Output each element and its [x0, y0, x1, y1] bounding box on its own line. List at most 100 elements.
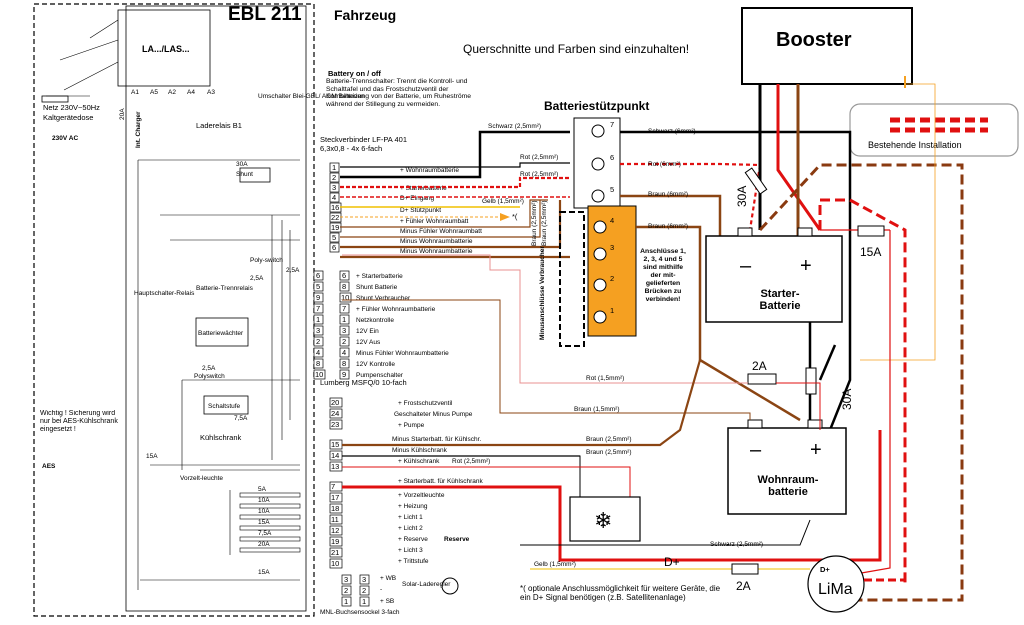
wire-braun-25-v2: Braun (2,5mm²) [541, 200, 548, 246]
fuse-stack: 5A 10A 10A 15A 7,5A 20A [239, 486, 301, 553]
mains-label-2: Kaltgerätedose [43, 113, 93, 122]
svg-text:1: 1 [362, 597, 366, 606]
battery-switch-text: Batterie-Trennschalter: Trennt die Kontr… [326, 78, 471, 108]
sun-icon [441, 577, 459, 595]
lima-alternator [807, 555, 865, 613]
svg-text:3: 3 [344, 575, 348, 584]
fridge-box [569, 496, 641, 542]
svg-text:2: 2 [342, 337, 346, 346]
lf-pins: 1 2 3 4 16 22 19 5 6 [329, 162, 342, 253]
fuse-2a-bottom [731, 563, 759, 575]
battery-watch: Batteriewächter [198, 330, 244, 337]
fridge-connector: 15 14 13 Minus Starterbatt. für Kühlschr… [329, 436, 481, 472]
svg-text:3: 3 [610, 243, 614, 252]
battery-watch-box [195, 317, 249, 347]
mains-label: Netz 230V~50Hz [43, 103, 100, 112]
svg-text:1: 1 [344, 597, 348, 606]
svg-text:3: 3 [342, 326, 346, 335]
svg-text:D+ Stützpunkt: D+ Stützpunkt [400, 207, 441, 214]
svg-text:5A: 5A [258, 486, 267, 493]
svg-text:+ Fühler Wohnraumbatt: + Fühler Wohnraumbatt [400, 218, 469, 225]
wire-rot-6: Rot (6mm²) [648, 161, 681, 168]
svg-text:Minus Starterbatt. für Kühlsch: Minus Starterbatt. für Kühlschr. [392, 436, 481, 443]
svg-text:Minus Wohnraumbatterie: Minus Wohnraumbatterie [400, 248, 473, 255]
wire-rot-15: Rot (1,5mm²) [586, 375, 624, 382]
lima-label: LiMa [818, 581, 853, 598]
sep-relay: Batterie-Trennrelais [196, 285, 254, 292]
svg-text:16: 16 [331, 203, 339, 212]
living-battery [727, 427, 847, 515]
svg-text:19: 19 [331, 223, 339, 232]
svg-text:Minus Fühler Wohnraumbatt: Minus Fühler Wohnraumbatt [400, 228, 482, 235]
polyswitch-b: 2,5A [286, 267, 300, 274]
svg-text:+ Heizung: + Heizung [398, 503, 428, 510]
svg-text:7: 7 [316, 304, 320, 313]
fuse-2a-bottom-label: 2A [736, 579, 751, 593]
svg-text:+ Kühlschrank: + Kühlschrank [398, 458, 440, 465]
polyswitch-a: 2,5A [250, 275, 264, 282]
svg-text:A4: A4 [187, 89, 195, 96]
fuse-30a-top-label: 30A [735, 186, 749, 207]
lima-dplus: D+ [820, 565, 830, 574]
svg-text:Reserve: Reserve [444, 536, 470, 543]
fuse-30a-bottom-label: 30A [840, 389, 854, 410]
svg-text:4: 4 [342, 348, 346, 357]
wire-braun-6a: Braun (6mm²) [648, 191, 688, 198]
minus-label: Minusanschlüsse Verbraucher [539, 246, 546, 340]
svg-text:7: 7 [342, 304, 346, 313]
svg-text:Netzkontrolle: Netzkontrolle [356, 317, 394, 324]
svg-text:12V Ein: 12V Ein [356, 328, 379, 335]
svg-text:2: 2 [332, 173, 336, 182]
mid-connector: 20 24 23 + Frostschutzventil Geschaltete… [329, 397, 473, 430]
svg-text:Minus Wohnraumbatterie: Minus Wohnraumbatterie [400, 238, 473, 245]
footnote: *( optionale Anschlussmöglichkeit für we… [520, 584, 720, 602]
fuse-30a-top [744, 167, 768, 195]
wire-schwarz-6: Schwarz (6mm²) [648, 128, 696, 135]
fuse-15a-left: 15A [146, 453, 158, 460]
lmsfq-labels: + Starterbatterie Shunt Batterie Shunt V… [356, 273, 449, 379]
svg-text:12V Aus: 12V Aus [356, 339, 381, 346]
svg-text:20: 20 [331, 398, 339, 407]
fuse-2a-mid-label: 2A [752, 359, 767, 373]
bridge-terminals: 4 3 2 1 [593, 216, 614, 324]
legend-box [849, 103, 1019, 157]
svg-text:8: 8 [342, 359, 346, 368]
bridge-note: Anschlüsse 1, 2, 3, 4 und 5 sind mithilf… [640, 248, 686, 303]
svg-text:MNL-Buchsensockel 3-fach: MNL-Buchsensockel 3-fach [320, 609, 400, 616]
svg-text:A5: A5 [150, 89, 158, 96]
snowflake-icon: ❄ [594, 508, 612, 533]
svg-text:Shunt Verbraucher: Shunt Verbraucher [356, 295, 411, 302]
booster-box [741, 7, 913, 85]
fuse-15a-right-label: 15A [860, 245, 881, 259]
svg-text:+ Vorzeltleuchte: + Vorzeltleuchte [398, 492, 445, 499]
svg-text:6: 6 [332, 243, 336, 252]
switch-25a-b: Polyswitch [194, 373, 225, 380]
pre-glow: Vorzelt-leuchte [180, 475, 223, 482]
svg-text:6: 6 [342, 271, 346, 280]
stuetzpunkt-title: Batteriestützpunkt [544, 99, 649, 113]
svg-text:12: 12 [331, 526, 339, 535]
power-wires [620, 76, 964, 602]
aes-label: AES [42, 463, 56, 470]
svg-text:7: 7 [610, 120, 614, 129]
svg-text:2: 2 [316, 337, 320, 346]
svg-text:Minus Fühler Wohnraumbatterie: Minus Fühler Wohnraumbatterie [356, 350, 449, 357]
svg-text:+ WB: + WB [380, 575, 396, 582]
svg-text:+ Frostschutzventil: + Frostschutzventil [398, 400, 453, 407]
svg-text:1: 1 [316, 315, 320, 324]
wire-rot-25a: Rot (2,5mm²) [520, 154, 558, 161]
fuse-15a-right [857, 225, 885, 237]
svg-text:21: 21 [331, 548, 339, 557]
main-relay: Hauptschalter-Relais [134, 290, 195, 297]
fuse-15a-bottom: 15A [258, 569, 270, 576]
living-battery-label-wrap: Wohnraum-batterie [758, 474, 819, 498]
svg-text:20A: 20A [258, 541, 270, 548]
svg-text:3: 3 [362, 575, 366, 584]
ebl-inner-frame [125, 5, 307, 612]
svg-text:7,5A: 7,5A [258, 530, 272, 537]
svg-text:6: 6 [316, 271, 320, 280]
svg-text:15: 15 [331, 440, 339, 449]
svg-text:9: 9 [342, 370, 346, 379]
svg-text:6: 6 [610, 153, 614, 162]
